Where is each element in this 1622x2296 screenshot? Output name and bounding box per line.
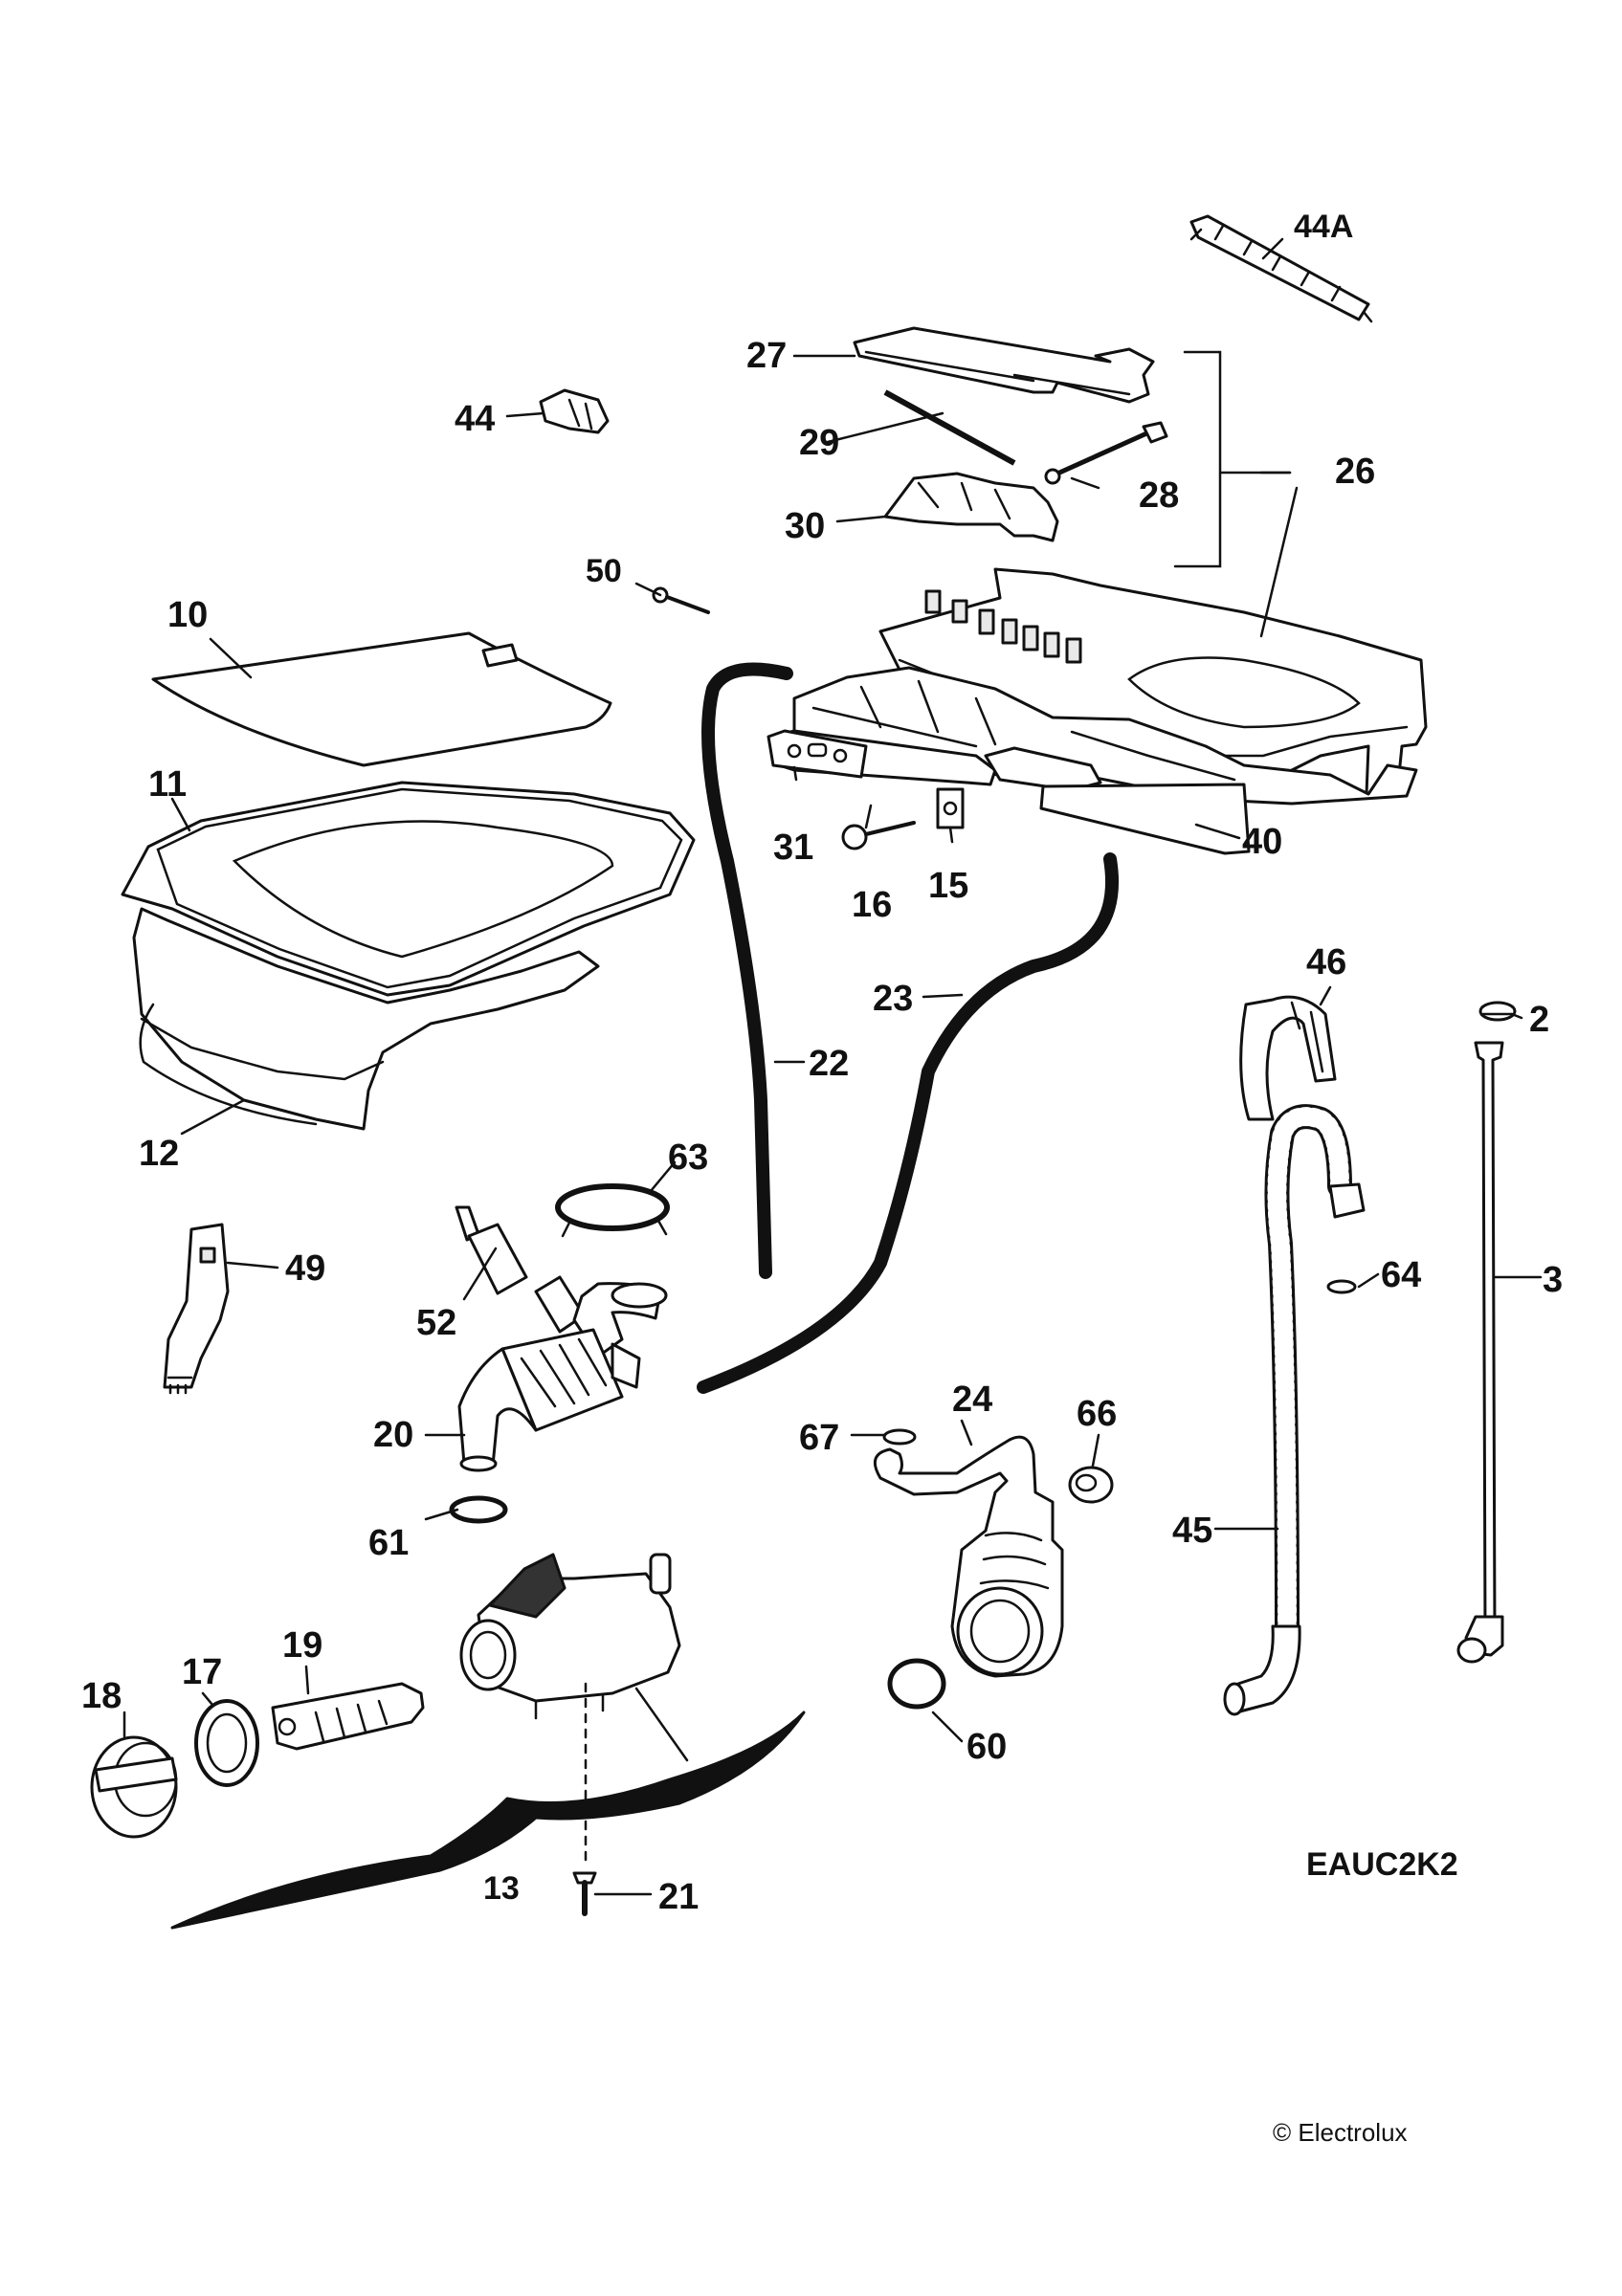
callout-61: 61 (368, 1523, 409, 1563)
callout-64: 64 (1381, 1255, 1421, 1295)
part-15-nut (936, 787, 965, 829)
part-61-clamp (449, 1495, 508, 1524)
callout-46: 46 (1306, 942, 1346, 982)
callout-2: 2 (1529, 1000, 1549, 1040)
part-16-knob (841, 821, 916, 850)
callout-23: 23 (873, 979, 913, 1019)
callout-20: 20 (373, 1415, 413, 1455)
callout-67: 67 (799, 1418, 839, 1458)
part-23-hose (697, 852, 1120, 1394)
callout-11: 11 (148, 764, 187, 805)
group-26-bracket (1173, 350, 1292, 568)
callout-21: 21 (658, 1877, 699, 1917)
part-63-clamp (555, 1183, 670, 1238)
callout-27: 27 (746, 336, 787, 376)
part-27-cover (853, 326, 1155, 404)
part-10-latch (481, 643, 519, 668)
part-52-connector (455, 1205, 528, 1295)
part-20-sump-hose (457, 1275, 668, 1472)
callout-24: 24 (952, 1380, 992, 1420)
callout-labels: 44A 27 44 29 28 26 30 50 10 11 31 16 15 … (81, 209, 1563, 1917)
part-2-cap (1478, 1001, 1517, 1022)
copyright-notice: © Electrolux (1273, 2118, 1408, 2147)
part-13-drain-pump (459, 1553, 681, 1867)
part-67-washer (882, 1428, 917, 1446)
part-19-filter (271, 1682, 425, 1751)
part-46-hose-guide (1239, 995, 1337, 1121)
callout-44a: 44A (1294, 209, 1353, 245)
callout-29: 29 (799, 423, 839, 463)
callout-19: 19 (282, 1625, 322, 1666)
part-3-rod (1456, 1041, 1504, 1664)
callout-15: 15 (928, 866, 968, 906)
callout-17: 17 (182, 1652, 222, 1692)
callout-49: 49 (285, 1248, 325, 1289)
callout-13: 13 (483, 1870, 520, 1907)
part-60-o-ring (887, 1658, 946, 1710)
callout-50: 50 (586, 553, 622, 589)
callout-44: 44 (455, 399, 495, 439)
part-64-clip (1326, 1279, 1357, 1294)
part-18-filter-cap (90, 1735, 178, 1839)
callout-63: 63 (668, 1137, 708, 1178)
part-45-drain-hose (1223, 1104, 1366, 1716)
callout-52: 52 (416, 1303, 456, 1343)
callout-12: 12 (139, 1134, 179, 1174)
callout-31: 31 (773, 828, 813, 868)
part-44-clip (539, 388, 610, 434)
part-11-12-tub (121, 781, 696, 1131)
part-28-pin (1044, 421, 1168, 485)
part-21-screw (572, 1871, 597, 1916)
callout-10: 10 (167, 595, 208, 635)
callout-22: 22 (809, 1044, 849, 1084)
base-panel-curve (170, 1711, 806, 1930)
part-17-gasket (194, 1699, 259, 1787)
part-66-plug (1068, 1466, 1114, 1504)
part-24-pump-housing (873, 1435, 1064, 1678)
part-30-lever (883, 472, 1059, 542)
part-29-rod (883, 389, 1016, 466)
model-code: EAUC2K2 (1306, 1846, 1458, 1883)
part-49-brush (163, 1223, 230, 1395)
callout-60: 60 (967, 1727, 1007, 1767)
part-26-dispenser (771, 567, 1428, 806)
callout-66: 66 (1077, 1394, 1117, 1434)
part-10-lid (151, 631, 612, 767)
callout-45: 45 (1172, 1511, 1212, 1551)
callout-18: 18 (81, 1676, 122, 1716)
leader-lines (122, 237, 1543, 1896)
callout-3: 3 (1543, 1260, 1563, 1300)
part-40-plate (1039, 783, 1251, 855)
part-50-screw (652, 586, 710, 614)
part-44a-bracket (1189, 214, 1373, 323)
part-31-switch-strip (767, 729, 868, 779)
callout-26: 26 (1335, 452, 1375, 492)
callout-28: 28 (1139, 475, 1179, 516)
part-22-hose (701, 662, 793, 1279)
callout-30: 30 (785, 506, 825, 546)
callout-40: 40 (1242, 822, 1282, 862)
part-17-gasket-inner (206, 1712, 248, 1774)
callout-16: 16 (852, 885, 892, 925)
